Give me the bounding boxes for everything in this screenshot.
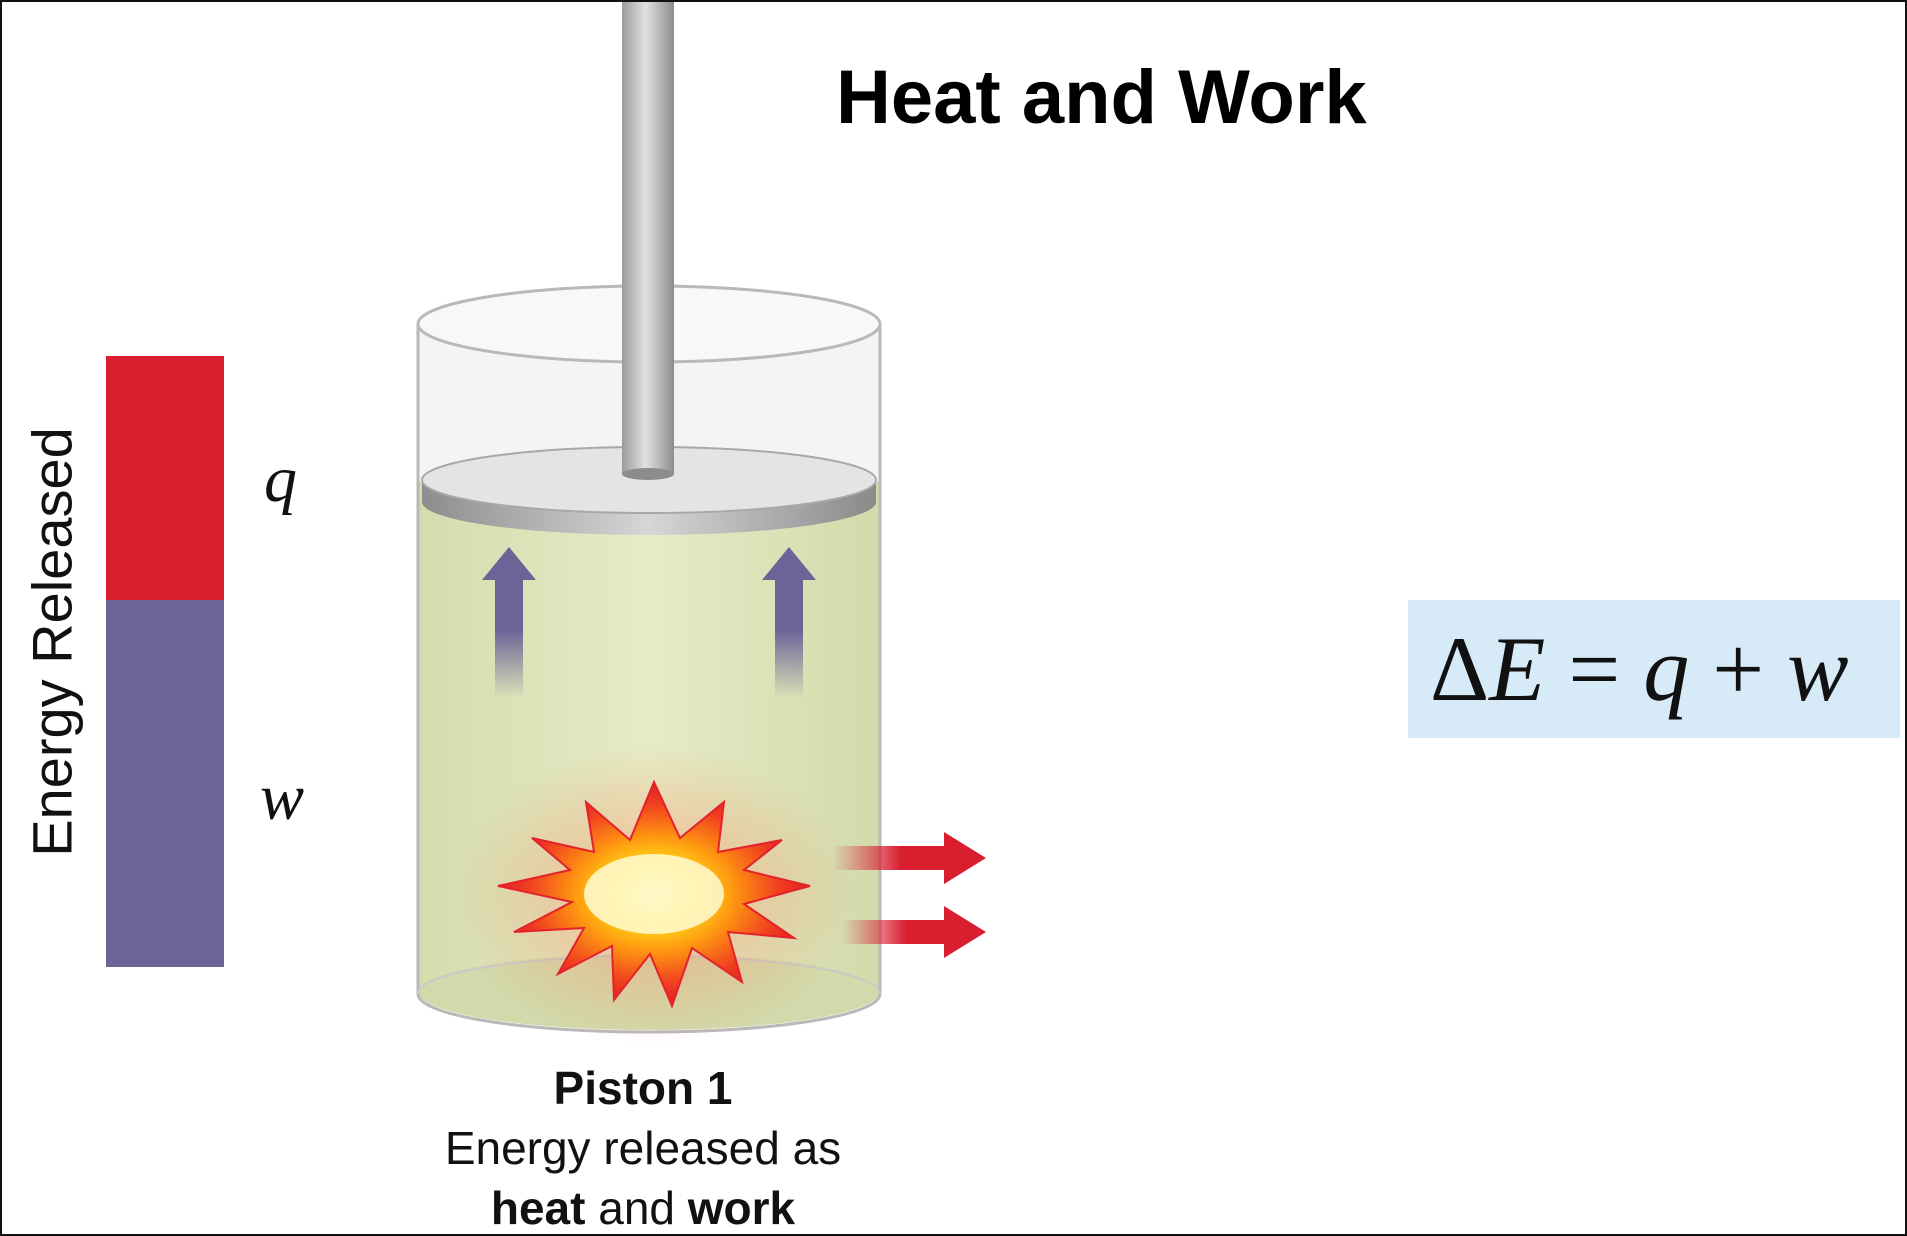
- q-label: q: [264, 443, 297, 516]
- eq-q: q: [1643, 618, 1690, 720]
- eq-w: w: [1787, 618, 1849, 720]
- eq-equals: =: [1545, 618, 1644, 720]
- heat-energy-bar: [106, 356, 224, 600]
- slide-title: Heat and Work: [836, 55, 1367, 140]
- caption-work: work: [687, 1182, 796, 1234]
- caption-title: Piston 1: [553, 1062, 733, 1114]
- piston-rod: [622, 2, 674, 480]
- work-arrow-right: [762, 547, 816, 698]
- eq-E: E: [1489, 618, 1546, 720]
- work-arrow-left: [482, 547, 536, 698]
- eq-plus: +: [1689, 618, 1788, 720]
- heat-arrow-upper: [832, 832, 986, 884]
- first-law-equation: ΔE = q + w: [1430, 616, 1849, 722]
- caption-line3: heat and work: [343, 1178, 943, 1234]
- w-label: w: [260, 761, 305, 834]
- explosion-icon: [454, 744, 854, 1044]
- equation-box: ΔE = q + w: [1408, 600, 1900, 738]
- caption-and: and: [585, 1182, 688, 1234]
- caption-heat: heat: [490, 1182, 586, 1234]
- caption-line2: Energy released as: [444, 1122, 842, 1174]
- work-energy-bar: [106, 600, 224, 967]
- eq-delta: Δ: [1430, 618, 1490, 720]
- heat-arrow-lower: [842, 906, 986, 958]
- piston-plate: [421, 446, 877, 535]
